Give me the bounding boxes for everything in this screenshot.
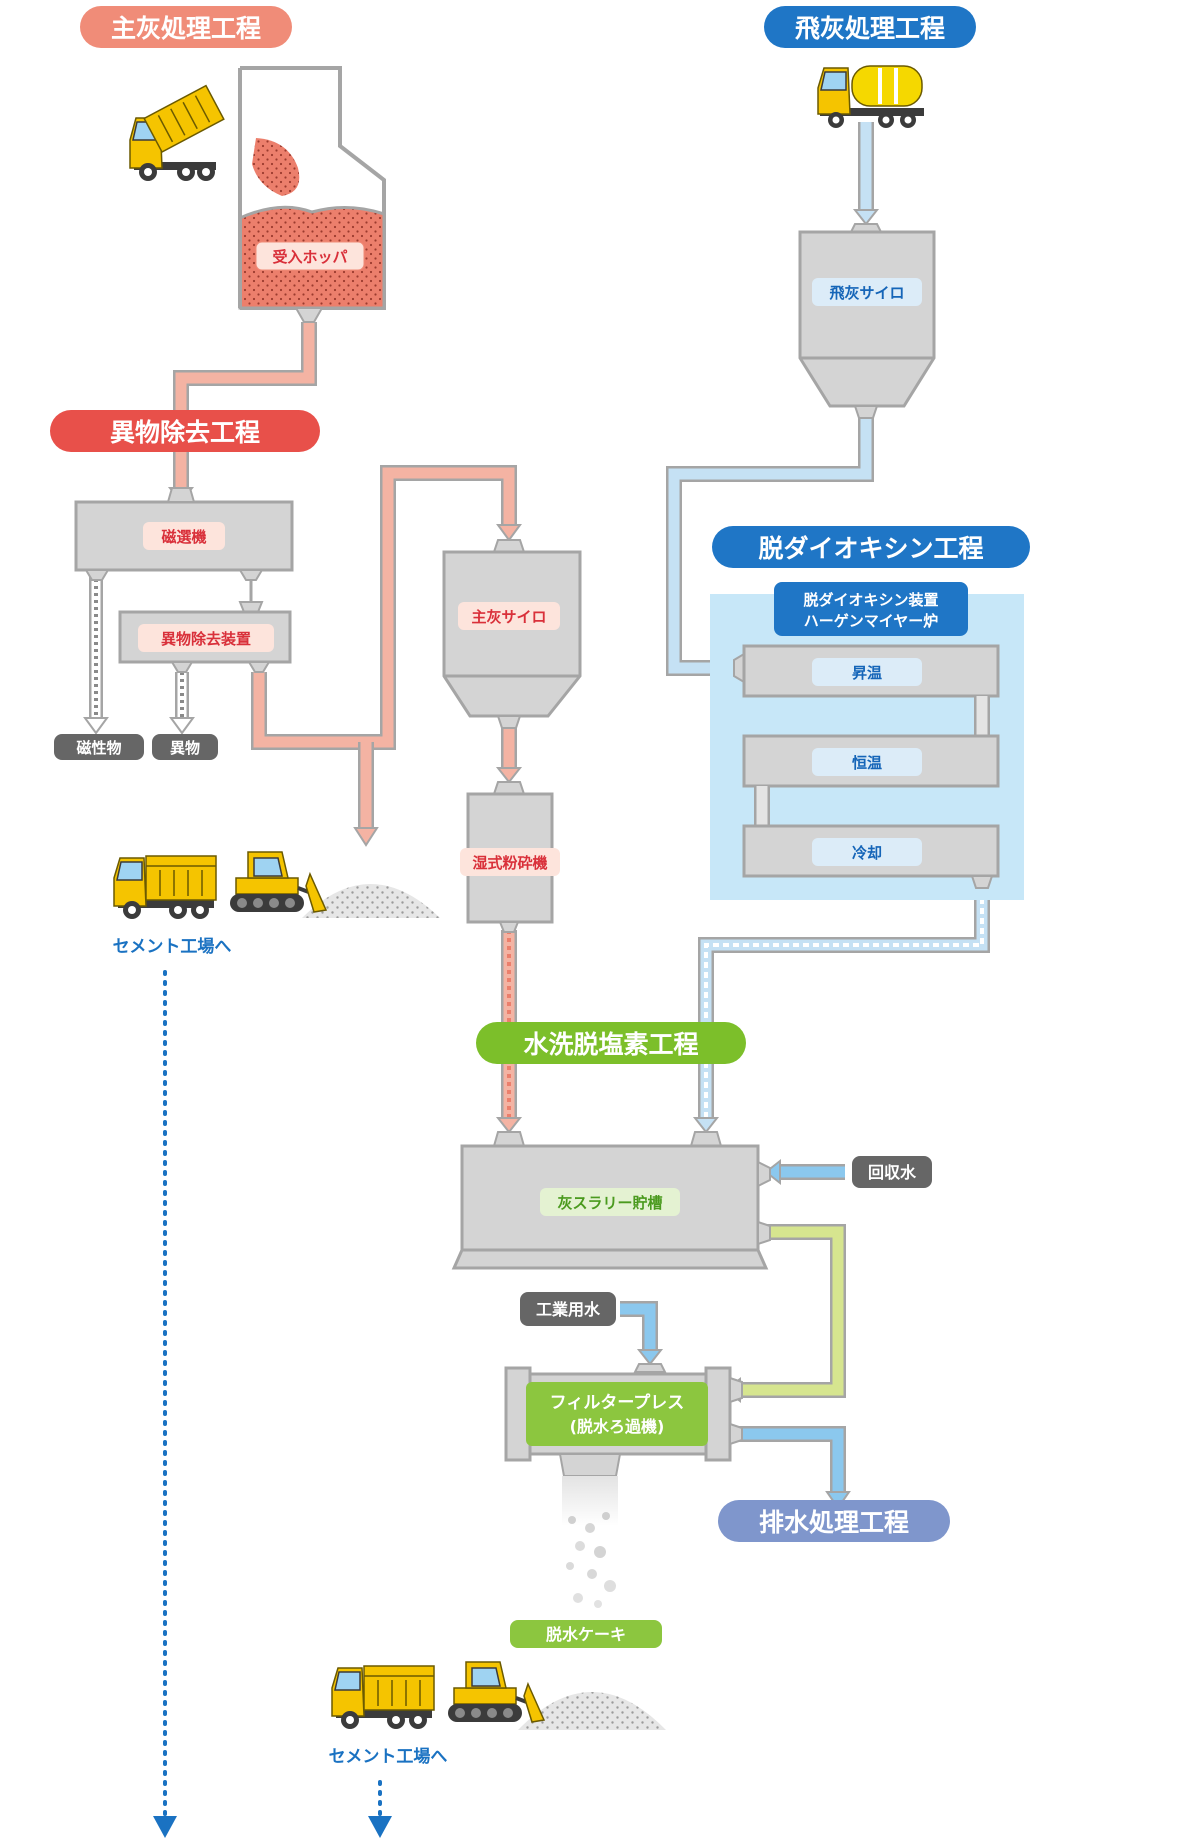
svg-text:磁性物: 磁性物 <box>76 739 121 757</box>
receiving-hopper-label: 受入ホッパ <box>272 248 347 266</box>
wet-crusher: 湿式粉砕機 <box>460 781 560 933</box>
title-washing-dechlorination: 水洗脱塩素工程 <box>476 1022 746 1064</box>
furnace-cooling: 冷却 <box>742 824 1000 889</box>
magnetic-material-tag: 磁性物 <box>54 734 144 760</box>
foreign-removal-device: 異物除去装置 <box>118 580 292 673</box>
svg-text:主灰処理工程: 主灰処理工程 <box>111 14 261 43</box>
falling-cake <box>562 1476 618 1608</box>
svg-text:回収水: 回収水 <box>868 1163 917 1182</box>
svg-text:排水処理工程: 排水処理工程 <box>759 1508 909 1537</box>
furnace-heating: 昇温 <box>733 644 1000 698</box>
foreign-material-tag: 異物 <box>152 734 218 760</box>
svg-text:脱ダイオキシン工程: 脱ダイオキシン工程 <box>758 534 983 563</box>
bulldozer-left <box>228 850 328 914</box>
svg-text:昇温: 昇温 <box>852 664 882 682</box>
to-cement-plant-bottom: セメント工場へ <box>329 1747 448 1767</box>
svg-text:異物: 異物 <box>170 739 200 757</box>
dioxin-device-label: 脱ダイオキシン装置 ハーゲンマイヤー炉 <box>774 582 968 636</box>
slurry-tank: 灰スラリー貯槽 <box>451 1131 771 1270</box>
svg-text:脱水ケーキ: 脱水ケーキ <box>546 1625 626 1644</box>
title-fly-ash: 飛灰処理工程 <box>764 6 976 48</box>
falling-ash <box>252 138 300 196</box>
wet-crusher-label: 湿式粉砕機 <box>472 854 547 872</box>
to-cement-plant-left: セメント工場へ <box>113 937 232 957</box>
bulldozer-bottom <box>446 1660 546 1724</box>
dump-truck-left <box>113 855 217 920</box>
pipe-filterpress-to-wastewater <box>730 1426 846 1492</box>
main-ash-silo-label: 主灰サイロ <box>471 608 546 626</box>
title-wastewater: 排水処理工程 <box>718 1500 950 1542</box>
title-foreign-removal: 異物除去工程 <box>50 410 320 452</box>
magnetic-separator: 磁選機 <box>74 487 294 581</box>
title-main-ash: 主灰処理工程 <box>80 6 292 48</box>
receiving-hopper-group: 受入ホッパ <box>238 66 386 323</box>
svg-text:異物除去工程: 異物除去工程 <box>110 418 260 447</box>
filter-press-label-2: (脱水ろ過機) <box>570 1417 665 1436</box>
dewatered-cake-tag: 脱水ケーキ <box>510 1620 662 1648</box>
dump-truck-bottom <box>331 1665 435 1730</box>
fly-ash-silo-label: 飛灰サイロ <box>828 284 904 302</box>
filter-press-label-1: フィルタープレス <box>550 1392 685 1413</box>
furnace-constant-temp: 恒温 <box>742 734 1000 788</box>
filter-press: フィルタープレス (脱水ろ過機) <box>504 1363 743 1477</box>
pipe-cooling-to-tank <box>698 888 990 1118</box>
fly-ash-silo: 飛灰サイロ <box>798 223 936 419</box>
foreign-removal-device-label: 異物除去装置 <box>161 630 251 648</box>
svg-text:水洗脱塩素工程: 水洗脱塩素工程 <box>523 1030 698 1059</box>
svg-text:工業用水: 工業用水 <box>536 1300 601 1319</box>
pipe-hopper-to-separator <box>173 322 317 488</box>
svg-text:ハーゲンマイヤー炉: ハーゲンマイヤー炉 <box>804 612 939 630</box>
ash-pile-left <box>302 884 440 918</box>
svg-text:脱ダイオキシン装置: 脱ダイオキシン装置 <box>803 591 938 609</box>
svg-text:恒温: 恒温 <box>852 754 882 772</box>
svg-text:冷却: 冷却 <box>852 844 882 862</box>
cake-pile-bottom <box>518 1692 666 1730</box>
title-dioxin-removal: 脱ダイオキシン工程 <box>712 526 1030 568</box>
svg-text:飛灰処理工程: 飛灰処理工程 <box>795 14 945 43</box>
dump-truck-tipping <box>129 84 225 181</box>
tanker-truck <box>817 65 924 128</box>
recovered-water-tag: 回収水 <box>852 1156 932 1188</box>
industrial-water-tag: 工業用水 <box>520 1292 616 1326</box>
magnetic-separator-label: 磁選機 <box>161 528 206 546</box>
slurry-tank-label: 灰スラリー貯槽 <box>557 1194 662 1212</box>
main-ash-silo: 主灰サイロ <box>442 539 582 729</box>
